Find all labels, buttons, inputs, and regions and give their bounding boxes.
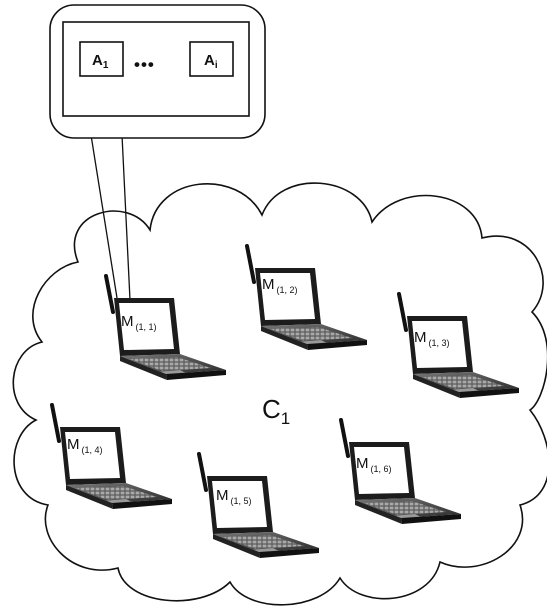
agent-box-a1 <box>79 41 124 77</box>
laptop-m16-label: M(1, 6) <box>356 455 392 474</box>
laptop-m16: M(1, 6) <box>339 418 463 526</box>
agent-box-ai <box>189 41 234 77</box>
laptop-m12-label: M(1, 2) <box>262 276 298 295</box>
callout-line-left <box>90 134 118 299</box>
agent-ellipsis: ••• <box>134 55 155 74</box>
agent-container: A1 Ai ••• <box>49 4 266 139</box>
laptop-m13: M(1, 3) <box>397 292 521 400</box>
laptop-m13-label: M(1, 3) <box>414 329 450 348</box>
agent-label-a1: A1 <box>92 52 109 71</box>
laptop-m11: M(1, 1) <box>104 274 228 382</box>
agent-label-ai: Ai <box>204 52 218 71</box>
callout-line-right <box>121 134 131 301</box>
laptop-m12: M(1, 2) <box>245 244 369 352</box>
laptop-m11-label: M(1, 1) <box>121 313 157 332</box>
laptop-m14-label: M(1, 4) <box>67 436 103 455</box>
laptop-m15: M(1, 5) <box>197 452 321 560</box>
laptop-m15-label: M(1, 5) <box>216 487 252 506</box>
laptop-m14: M(1, 4) <box>50 403 174 511</box>
cloud-label-c1: C1 <box>262 394 290 428</box>
